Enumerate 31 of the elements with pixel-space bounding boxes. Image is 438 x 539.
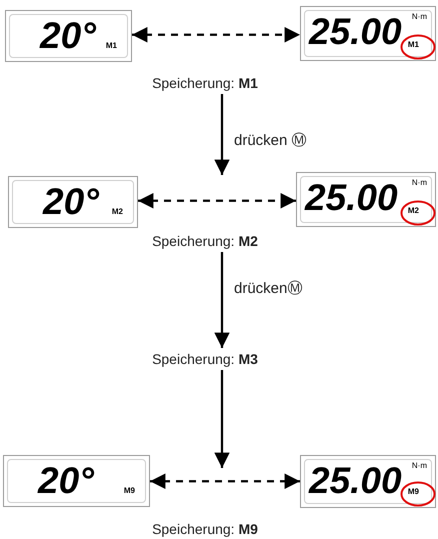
display-reading: 25.00 <box>305 176 398 220</box>
memory-indicator: M1 <box>408 40 419 50</box>
display-reading: 20° <box>40 14 96 58</box>
display-reading: 25.00 <box>309 459 402 503</box>
unit-label: N·m <box>412 178 427 188</box>
storage-caption: Speicherung: M9 <box>152 520 258 539</box>
unit-label: N·m <box>412 12 427 22</box>
display-reading: 20° <box>38 459 94 503</box>
arrow <box>214 370 230 468</box>
unit-label: N·m <box>412 461 427 471</box>
lcd-display <box>300 6 436 61</box>
memory-indicator: M1 <box>106 41 117 51</box>
memory-indicator: M2 <box>408 206 419 216</box>
lcd-display <box>8 176 138 228</box>
memory-indicator: M2 <box>112 207 123 217</box>
lcd-display <box>5 10 132 62</box>
storage-caption: Speicherung: M2 <box>152 232 258 251</box>
lcd-display <box>296 172 436 227</box>
dashed-double-arrow <box>138 193 296 208</box>
display-reading: 25.00 <box>309 10 402 54</box>
dashed-double-arrow <box>132 27 300 42</box>
lcd-display <box>3 455 150 507</box>
storage-caption: Speicherung: M1 <box>152 74 258 93</box>
memory-indicator: M9 <box>124 486 135 496</box>
storage-caption: Speicherung: M3 <box>152 350 258 369</box>
arrow <box>214 94 230 175</box>
arrow <box>214 252 230 348</box>
dashed-double-arrow <box>150 474 300 489</box>
memory-indicator: M9 <box>408 487 419 497</box>
lcd-display <box>300 455 436 508</box>
display-reading: 20° <box>43 180 99 224</box>
